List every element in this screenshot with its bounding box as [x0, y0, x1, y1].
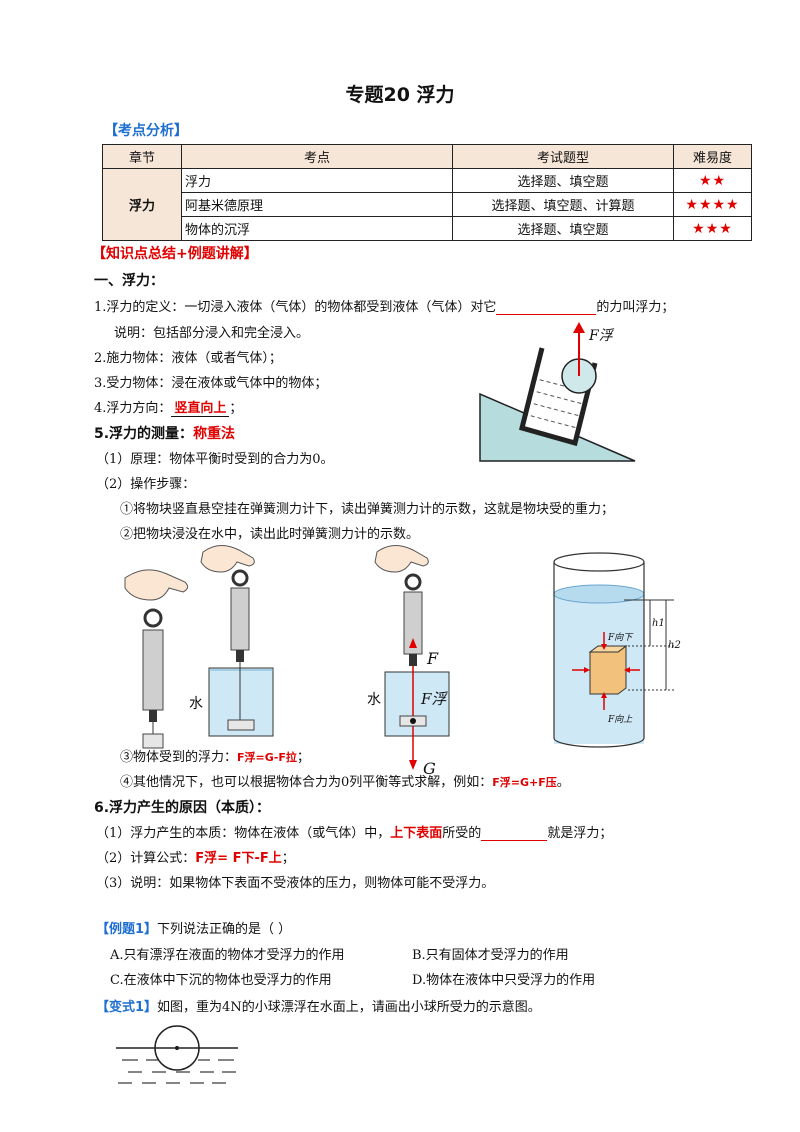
table-cell-point: 浮力 [181, 168, 453, 193]
step-4-formula: F浮=G+F压 [492, 776, 557, 789]
formula-value: F浮= F下-F上 [195, 851, 282, 866]
buoyancy-label: F浮 [420, 690, 448, 708]
option-a: A.只有漂浮在液面的物体才受浮力的作用 [110, 948, 345, 963]
example-1-question: 下列说法正确的是（ ） [157, 922, 292, 937]
table-header: 难易度 [673, 144, 752, 169]
table-header-row: 章节 考点 考试题型 难易度 [102, 144, 752, 169]
force-up-label: F向上 [607, 714, 633, 725]
section-summary: 【知识点总结+例题讲解】 [92, 246, 258, 262]
table-row: 浮力 浮力 选择题、填空题 ★★ [102, 168, 752, 241]
direction-answer: 竖直向上 [171, 401, 230, 417]
water-label-2: 水 [367, 692, 381, 708]
heading-buoyancy: 一、浮力： [94, 273, 164, 289]
step-2: ②把物块浸没在水中，读出此时弹簧测力计的示数。 [120, 527, 420, 542]
formula-label: （2）计算公式： [96, 851, 196, 866]
step-3-end: ； [296, 750, 310, 765]
table-chapter: 浮力 [102, 168, 182, 241]
measure-heading: 5.浮力的测量：称重法 [94, 423, 235, 443]
definition-text: 1.浮力的定义：一切浸入液体（气体）的物体都受到液体（气体）对它 [94, 300, 497, 315]
table-header: 章节 [102, 144, 182, 169]
table-cell-type: 选择题、填空题 [452, 216, 674, 241]
table-cell-point: 阿基米德原理 [181, 192, 453, 217]
force-down-label: F向下 [607, 632, 634, 643]
applier-line: 2.施力物体：液体（或者气体）； [94, 351, 282, 366]
pull-force-label: F [426, 649, 439, 668]
example-1-tag: 【例题1】 [96, 922, 158, 937]
step-4-text: ④其他情况下，也可以根据物体合力为0列平衡等式求解，例如： [120, 775, 493, 790]
step-3: ③物体受到的浮力：F浮=G-F拉； [120, 746, 310, 765]
step-3-formula: F浮=G-F拉 [237, 751, 297, 764]
measure-method: 称重法 [193, 426, 236, 442]
direction-label: 4.浮力方向： [94, 401, 172, 416]
depth-h1-label: h1 [652, 618, 665, 629]
note-line: （3）说明：如果物体下表面不受液体的压力，则物体可能不受浮力。 [96, 876, 495, 891]
incline-float-diagram: F浮 [479, 322, 636, 462]
difficulty-stars: ★★ [673, 168, 752, 193]
page-title: 专题20 浮力 [345, 84, 455, 106]
principle-line: （1）原理：物体平衡时受到的合力为0。 [96, 452, 334, 467]
cause-text-2: 所受的 [442, 826, 482, 841]
table-header: 考试题型 [452, 144, 674, 169]
float-force-label: F浮 [588, 328, 615, 344]
table-cell-type: 选择题、填空题 [452, 168, 674, 193]
formula-end: ； [281, 851, 295, 866]
example-1: 【例题1】下列说法正确的是（ ） [96, 918, 291, 937]
formula-line: （2）计算公式：F浮= F下-F上； [96, 847, 295, 866]
variant-1-tag: 【变式1】 [96, 1000, 158, 1015]
spring-scale-figures: 水 F F浮 水 G [124, 545, 450, 778]
option-b: B.只有固体才受浮力的作用 [412, 948, 569, 963]
option-d: D.物体在液体中只受浮力的作用 [412, 973, 596, 988]
steps-label: （2）操作步骤： [96, 477, 196, 492]
difficulty-stars: ★★★ [673, 216, 752, 241]
definition-line: 1.浮力的定义：一切浸入液体（气体）的物体都受到液体（气体）对它 的力叫浮力； [94, 296, 674, 315]
receiver-line: 3.受力物体：浸在液体或气体中的物体； [94, 376, 328, 391]
table-header: 考点 [181, 144, 453, 169]
exam-point-table: 章节 考点 考试题型 难易度 浮力 浮力 选择题、填空题 ★★ 阿基米德原理 选… [102, 144, 752, 241]
table-cell-point: 物体的沉浮 [181, 216, 453, 241]
gravity-label: G [423, 759, 436, 778]
step-1: ①将物块竖直悬空挂在弹簧测力计下，读出弹簧测力计的示数，这就是物块受的重力； [120, 502, 615, 517]
step-4-end: 。 [556, 775, 570, 790]
direction-end: ； [229, 401, 243, 416]
definition-text-end: 的力叫浮力； [596, 300, 675, 315]
table-row: 阿基米德原理 选择题、填空题、计算题 ★★★★ [103, 192, 752, 217]
measure-heading-text: 5.浮力的测量： [94, 426, 194, 442]
water-label: 水 [189, 696, 203, 712]
variant-1: 【变式1】如图，重为4N的小球漂浮在水面上，请画出小球所受力的示意图。 [96, 996, 541, 1015]
step-4: ④其他情况下，也可以根据物体合力为0列平衡等式求解，例如：F浮=G+F压。 [120, 771, 570, 790]
table-row: 物体的沉浮 选择题、填空题 ★★★ [103, 216, 752, 241]
section-analysis: 【考点分析】 [104, 123, 188, 139]
variant-1-question: 如图，重为4N的小球漂浮在水面上，请画出小球所受力的示意图。 [157, 1000, 541, 1015]
definition-note: 说明：包括部分浸入和完全浸入。 [114, 326, 310, 341]
cause-line: （1）浮力产生的本质：物体在液体（或气体）中，上下表面所受的 就是浮力； [96, 822, 612, 841]
direction-line: 4.浮力方向：竖直向上； [94, 397, 243, 417]
cause-text: （1）浮力产生的本质：物体在液体（或气体）中， [96, 826, 391, 841]
cylinder-pressure-diagram: F向下 F向上 h1 h2 [553, 552, 681, 748]
difficulty-stars: ★★★★ [673, 192, 752, 217]
heading-cause: 6.浮力产生的原因（本质）： [94, 800, 271, 816]
answer-blank [481, 826, 548, 841]
floating-ball-figure [116, 1025, 238, 1084]
option-c: C.在液体中下沉的物体也受浮力的作用 [110, 973, 332, 988]
answer-blank [496, 300, 597, 315]
cause-surfaces: 上下表面 [390, 826, 443, 841]
depth-h2-label: h2 [668, 640, 681, 651]
cause-text-end: 就是浮力； [547, 826, 613, 841]
step-3-text: ③物体受到的浮力： [120, 750, 238, 765]
table-cell-type: 选择题、填空题、计算题 [452, 192, 674, 217]
